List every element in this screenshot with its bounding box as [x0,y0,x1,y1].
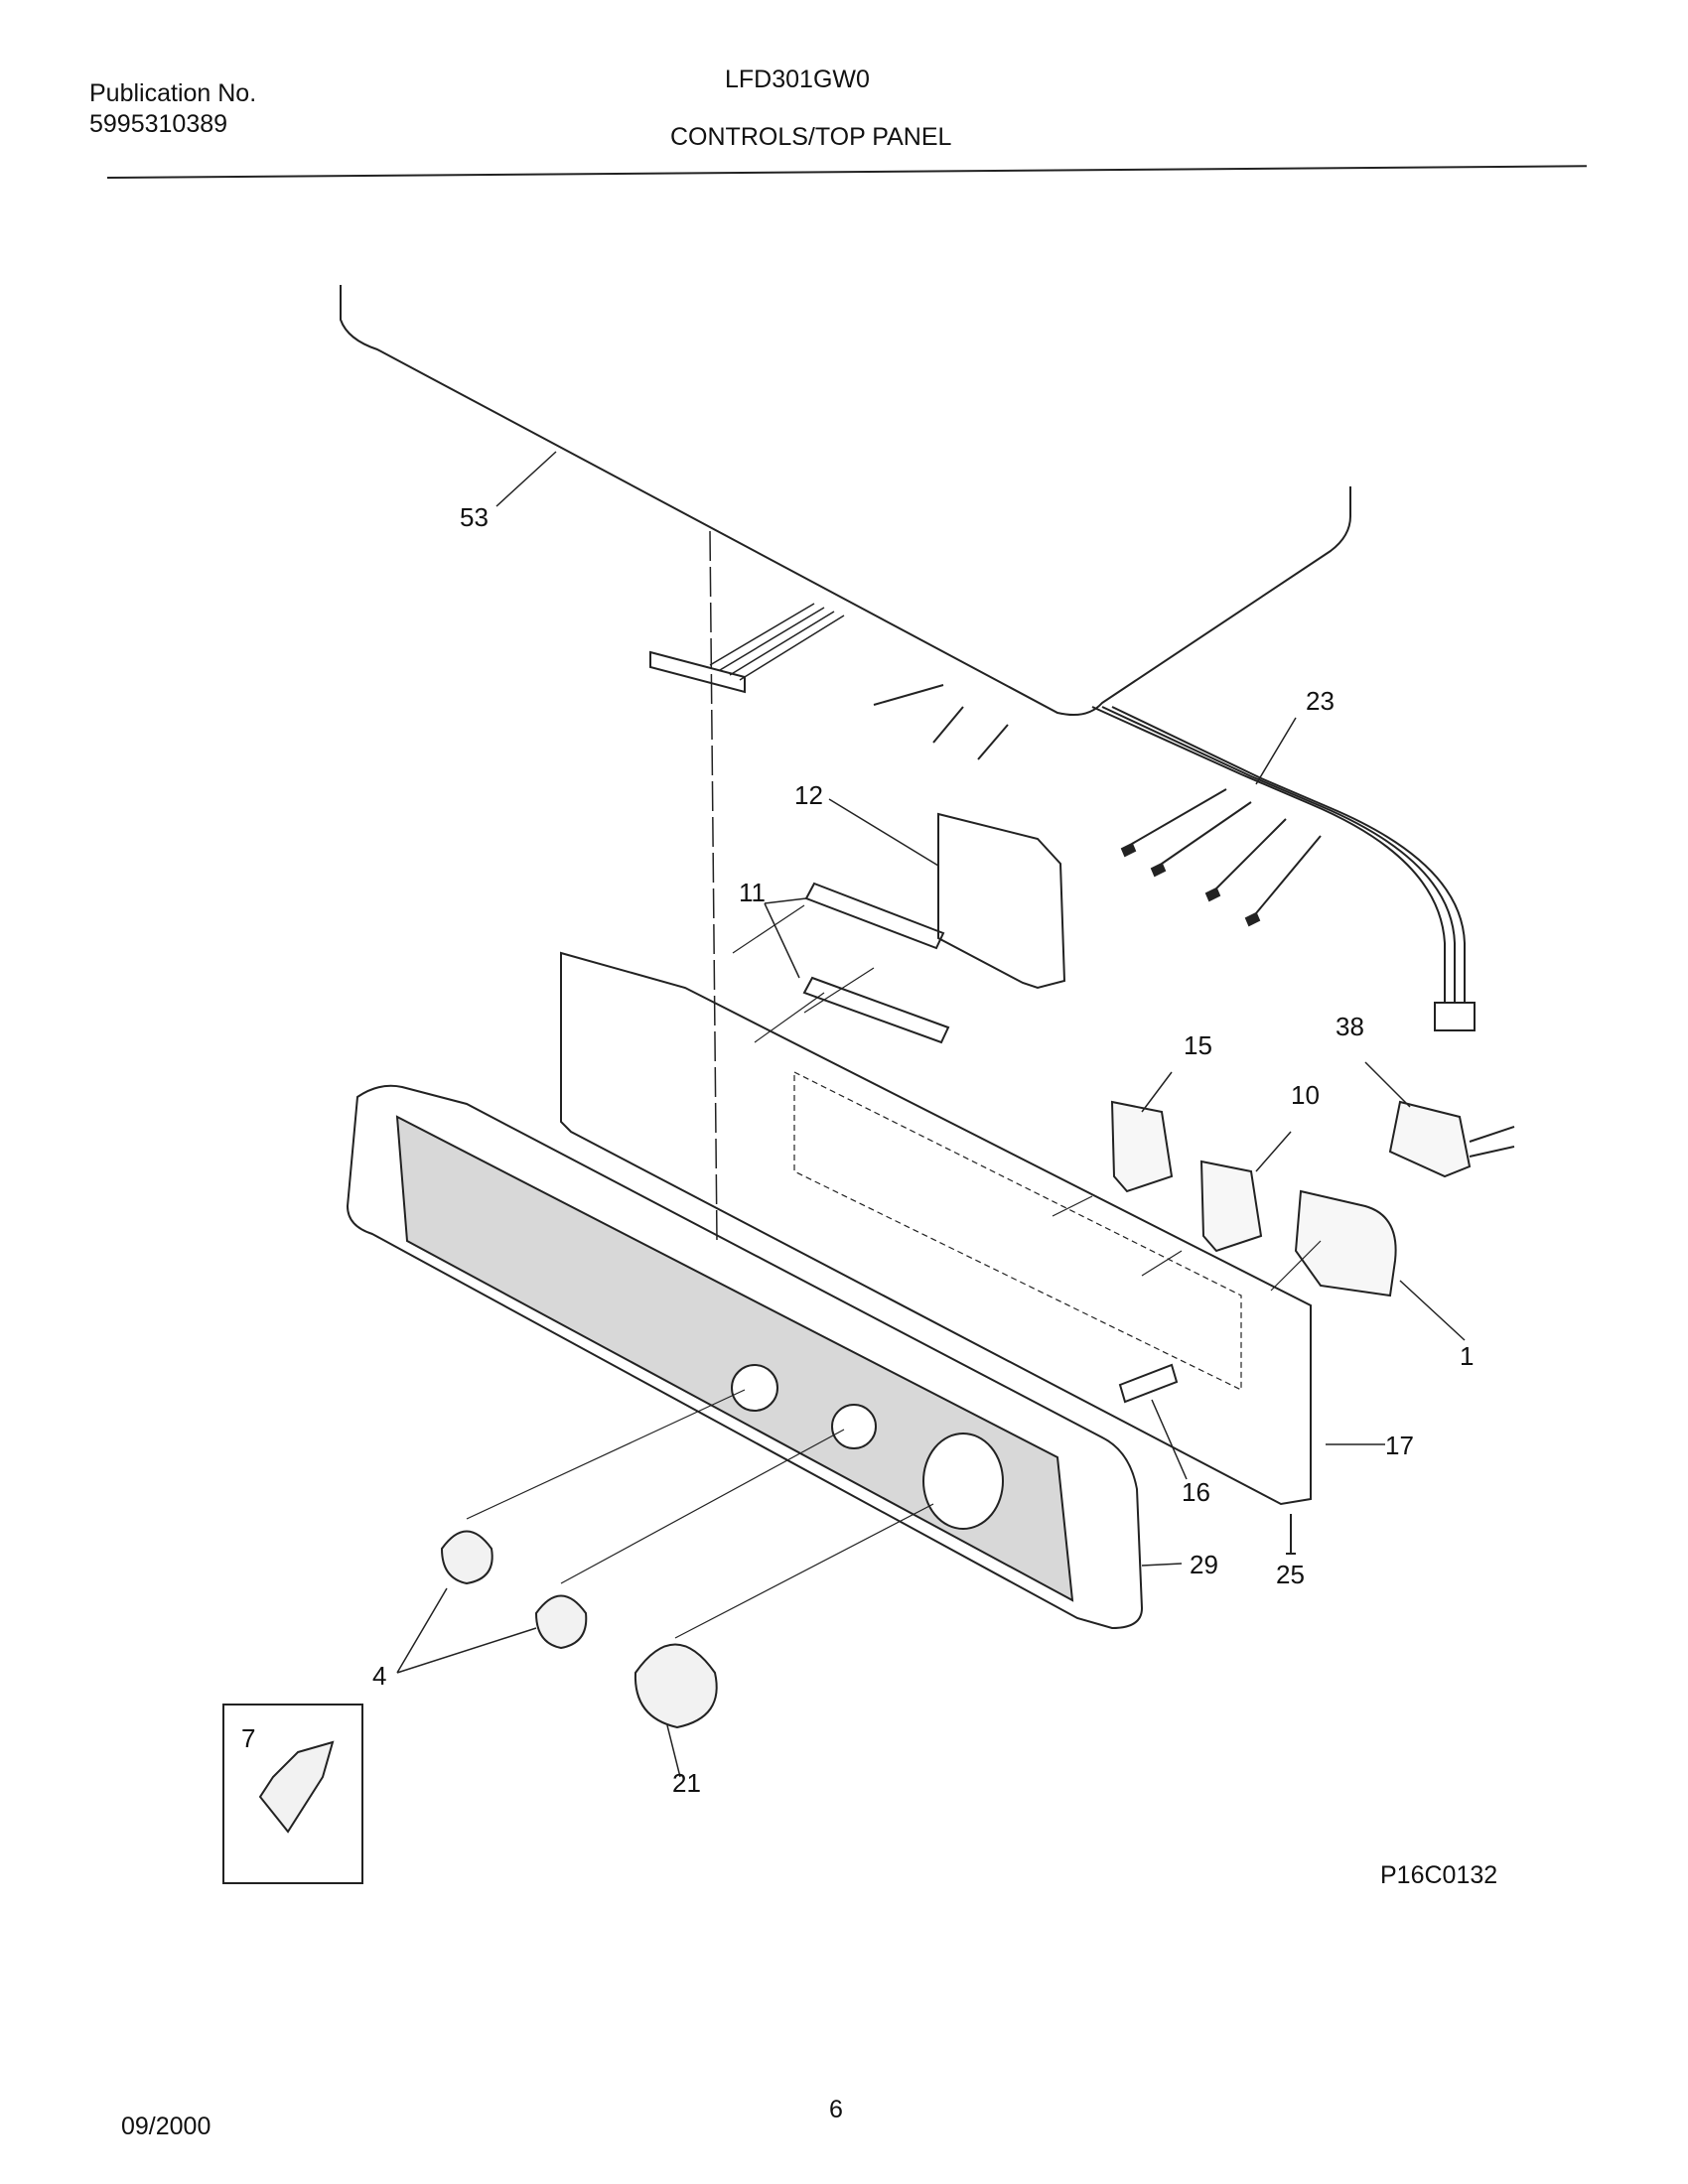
control-panel [560,951,1312,1506]
bracket [937,812,1066,990]
page-number: 6 [829,2096,843,2123]
filter-38 [1388,1100,1472,1178]
knob-hole-2 [831,1404,877,1449]
switch-bracket-upper [804,882,945,950]
callout-21: 21 [672,1768,701,1798]
section-title: CONTROLS/TOP PANEL [670,123,952,151]
callout-23: 23 [1306,686,1335,716]
switch-bracket-lower [802,976,950,1044]
top-panel [340,285,1351,716]
wire-harness [1091,706,1446,1003]
callout-38: 38 [1336,1012,1364,1041]
callout-1: 1 [1460,1341,1474,1371]
callout-16: 16 [1182,1477,1210,1507]
knob-b [534,1594,588,1650]
knob-hole-3 [922,1433,1004,1530]
switch-16 [1118,1363,1179,1404]
callout-4: 4 [372,1661,386,1691]
callout-17: 17 [1385,1431,1414,1460]
front-console [346,1084,1144,1630]
screw-25 [1286,1514,1296,1555]
figure-code: P16C0132 [1380,1861,1498,1889]
part-7 [258,1740,335,1834]
harness-connector [649,650,746,694]
harness-plug [1434,1002,1476,1031]
knob-a [440,1530,493,1585]
callout-10: 10 [1291,1080,1320,1110]
timer-1 [1294,1189,1397,1297]
inset-box [222,1704,363,1884]
callout-53: 53 [460,502,489,532]
model-number: LFD301GW0 [725,66,870,93]
console-mesh-panel [395,1115,1074,1602]
switch-15 [1110,1100,1174,1193]
publication-number: 5995310389 [89,110,228,138]
callout-29: 29 [1190,1550,1218,1579]
knob-c [633,1643,718,1729]
publication-date: 09/2000 [121,2113,211,2140]
callout-7: 7 [241,1723,255,1753]
callout-12: 12 [794,780,823,810]
switch-10 [1199,1160,1263,1253]
callout-15: 15 [1184,1030,1212,1060]
knob-hole-1 [731,1364,778,1412]
callout-11: 11 [739,878,766,907]
callout-25: 25 [1276,1560,1305,1589]
publication-label: Publication No. [89,79,257,107]
